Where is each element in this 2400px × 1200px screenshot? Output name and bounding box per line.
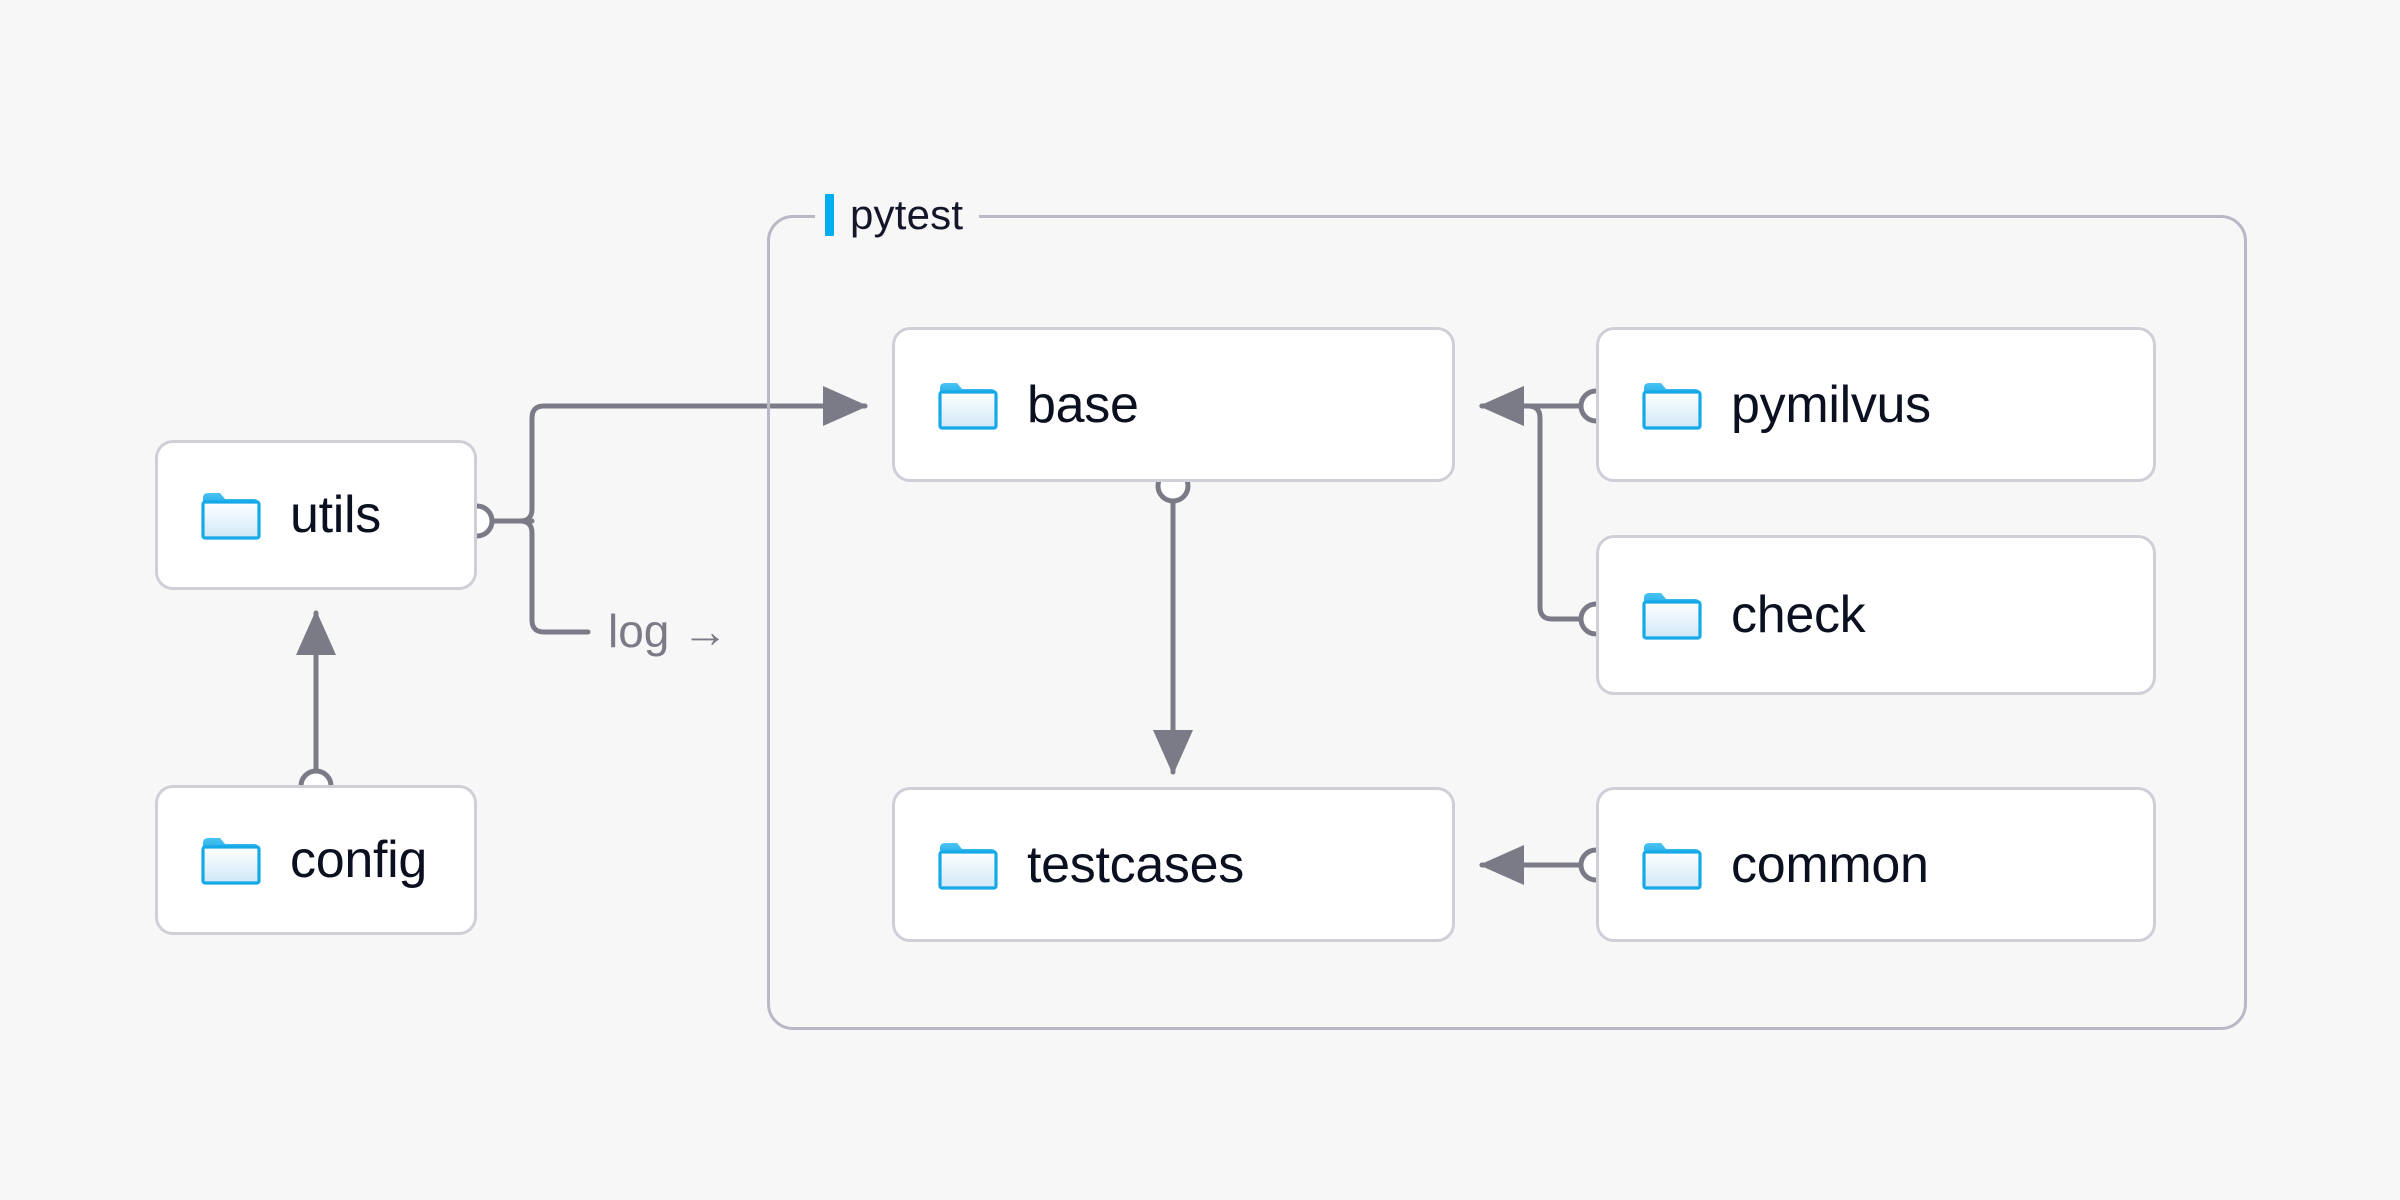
- node-config[interactable]: config: [155, 785, 477, 935]
- folder-icon: [200, 489, 262, 541]
- node-common-label: common: [1731, 835, 1929, 894]
- folder-icon: [1642, 842, 1702, 890]
- node-base[interactable]: base: [892, 327, 1455, 482]
- group-pytest[interactable]: [767, 215, 2247, 1030]
- folder-icon: [1641, 839, 1703, 891]
- node-common[interactable]: common: [1596, 787, 2156, 942]
- folder-icon: [938, 382, 998, 430]
- node-pymilvus[interactable]: pymilvus: [1596, 327, 2156, 482]
- group-accent-bar: [825, 194, 834, 236]
- node-config-label: config: [290, 831, 427, 889]
- folder-icon: [937, 839, 999, 891]
- node-testcases[interactable]: testcases: [892, 787, 1455, 942]
- folder-icon: [201, 493, 261, 540]
- node-check-label: check: [1731, 586, 1866, 644]
- node-utils-label: utils: [290, 486, 381, 544]
- node-testcases-label: testcases: [1027, 835, 1244, 894]
- folder-icon: [1641, 589, 1703, 641]
- group-pytest-label: pytest: [850, 191, 964, 238]
- folder-icon: [1641, 379, 1703, 431]
- edge-utils-to-log: [491, 518, 591, 635]
- folder-icon: [1642, 382, 1702, 430]
- folder-icon: [937, 379, 999, 431]
- node-utils[interactable]: utils: [155, 440, 477, 590]
- folder-icon: [201, 838, 261, 885]
- node-base-label: base: [1027, 375, 1139, 434]
- folder-icon: [938, 842, 998, 890]
- edge-label-log: log →: [608, 605, 729, 657]
- folder-icon: [200, 834, 262, 886]
- group-pytest-label-wrap: pytest: [815, 188, 980, 242]
- folder-icon: [1642, 593, 1702, 640]
- node-pymilvus-label: pymilvus: [1731, 375, 1931, 434]
- node-check[interactable]: check: [1596, 535, 2156, 695]
